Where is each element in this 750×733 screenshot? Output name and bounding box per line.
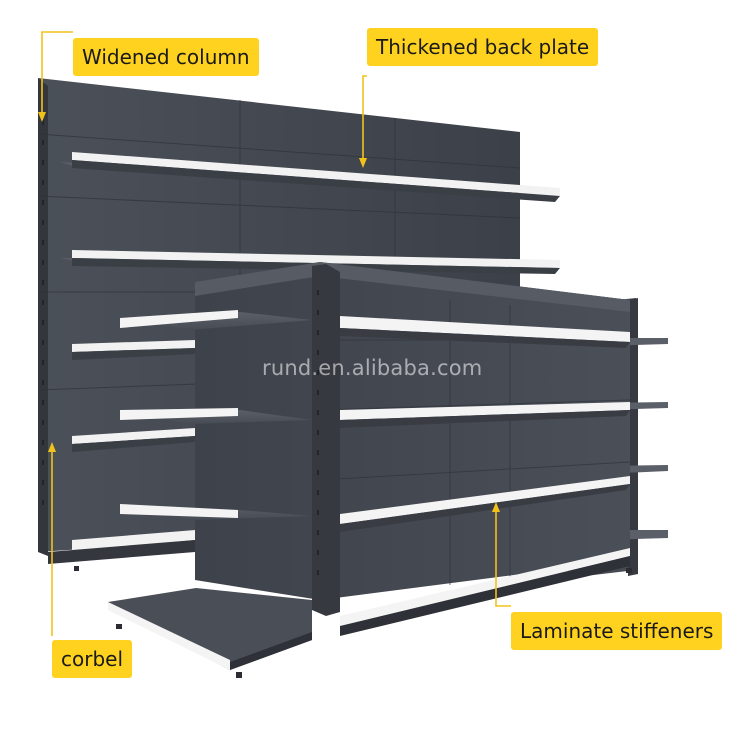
front-left-shelf-3: [120, 504, 312, 520]
rear-base: [48, 530, 195, 564]
front-center-column: [312, 264, 340, 616]
front-left-shelf-2: [120, 408, 312, 424]
label-thickened-back-plate: Thickened back plate: [367, 28, 599, 66]
front-right-shelf-3: [340, 476, 630, 532]
front-left-base: [108, 588, 312, 670]
label-widened-column: Widened column: [73, 38, 259, 76]
rear-side-column: [38, 78, 48, 556]
label-laminate-stiffeners: Laminate stiffeners: [511, 612, 723, 650]
callout-line-stiffeners: [495, 512, 511, 607]
arrowhead-corbel: [48, 442, 56, 452]
arrowhead-widened-column: [38, 112, 46, 122]
arrowhead-back-plate: [359, 158, 367, 168]
front-right-shelf-2: [340, 402, 630, 428]
front-left-shelf-1: [120, 310, 312, 330]
watermark-text: rund.en.alibaba.com: [262, 356, 483, 380]
front-right-base: [340, 548, 630, 636]
callout-lines: [41, 31, 511, 636]
rear-shelf-4: [72, 428, 195, 452]
front-right-shelf-1: [340, 316, 630, 348]
callout-line-back-plate: [362, 75, 367, 158]
front-back-plate: [195, 262, 630, 600]
rear-shelf-1: [60, 152, 560, 202]
callout-line-widened-column: [41, 31, 73, 112]
callout-arrowheads: [38, 112, 500, 512]
arrowhead-stiffeners: [492, 502, 500, 512]
label-corbel: corbel: [52, 640, 133, 678]
rear-shelf-3: [72, 340, 195, 360]
front-gondola-unit: [74, 262, 632, 678]
